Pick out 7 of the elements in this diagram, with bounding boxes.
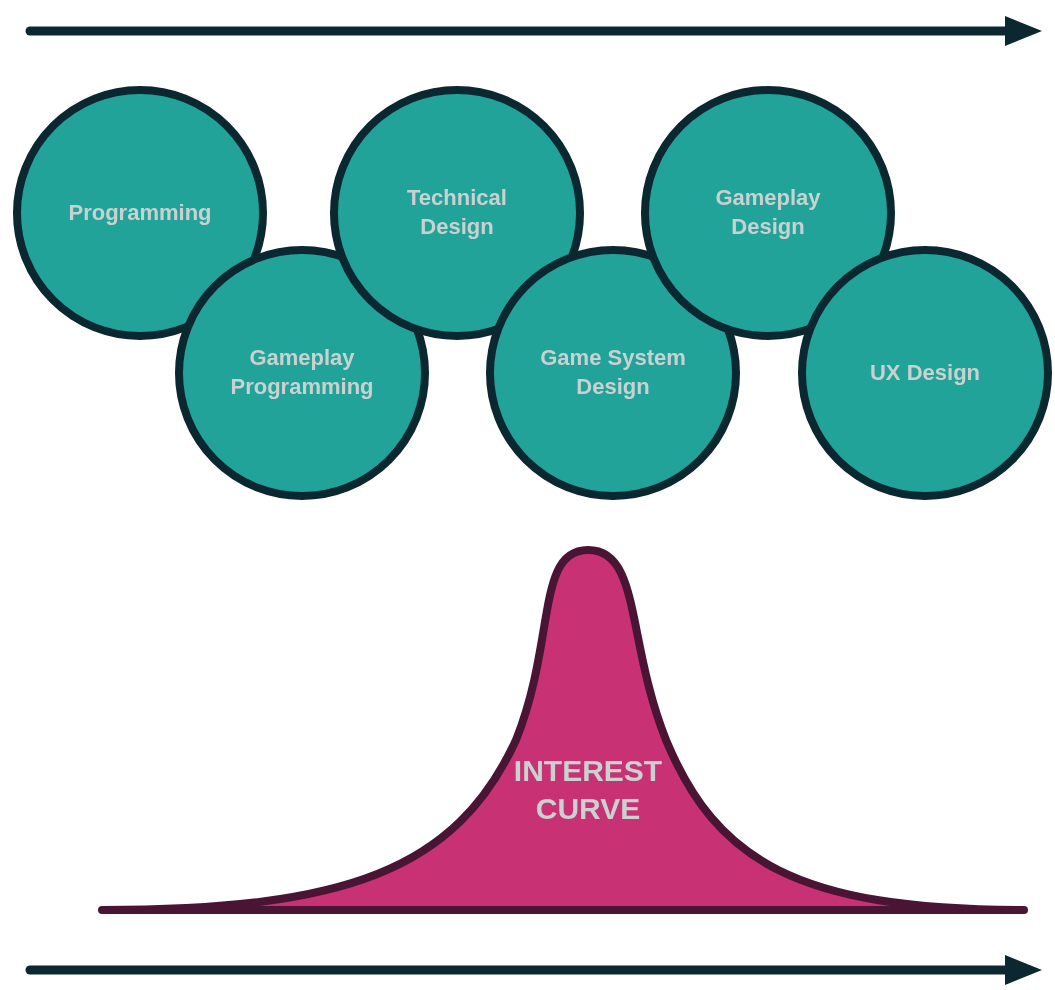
circle-label: Programming	[67, 198, 213, 227]
circle-label: Technical Design	[406, 184, 508, 241]
curve-label: INTEREST CURVE	[512, 753, 664, 827]
circle-label: Game System Design	[539, 344, 687, 401]
circle-label: UX Design	[869, 358, 981, 387]
circle-label: Gameplay Design	[714, 184, 822, 241]
circle-label: Gameplay Programming	[229, 344, 375, 401]
